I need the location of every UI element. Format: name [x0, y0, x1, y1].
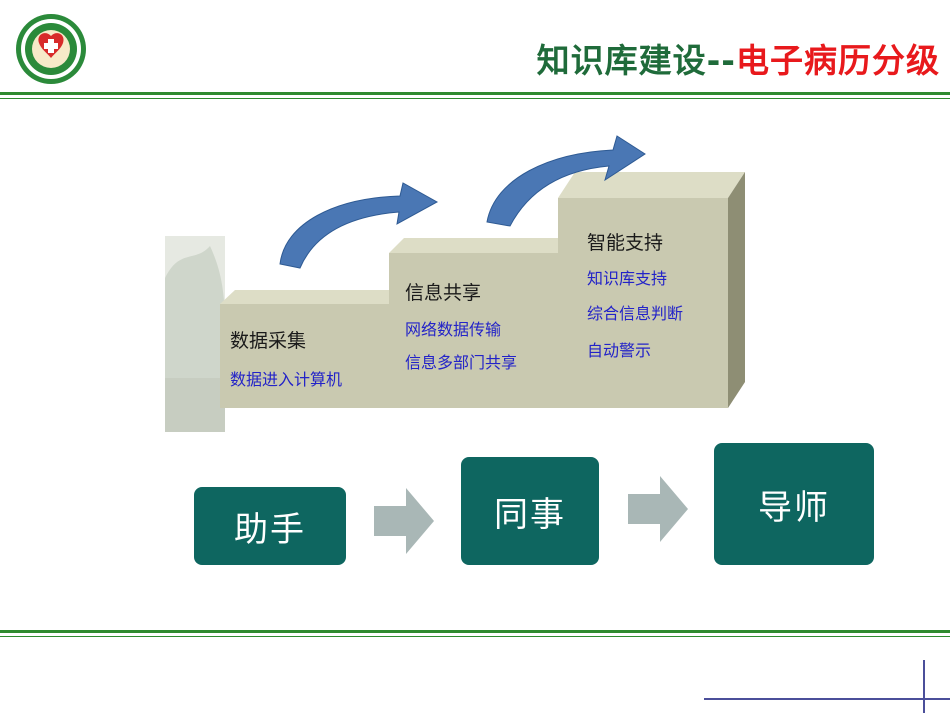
step2-item: 信息多部门共享 — [405, 353, 518, 372]
staircase-diagram — [165, 135, 745, 432]
page-title: 知识库建设--电子病历分级 — [537, 34, 940, 82]
hospital-emblem-icon — [16, 14, 86, 84]
step1-top — [220, 290, 405, 304]
role-box-assistant: 助手 — [194, 487, 346, 565]
step1-face — [220, 304, 390, 408]
title-highlight: 电子病历分级 — [736, 41, 940, 80]
header-divider — [0, 92, 950, 95]
step2-item: 网络数据传输 — [405, 320, 502, 339]
title-main: 知识库建设-- — [536, 41, 736, 80]
step3-item: 知识库支持 — [587, 269, 668, 288]
role-box-colleague: 同事 — [461, 457, 599, 565]
step3-item: 综合信息判断 — [587, 304, 684, 323]
step3-item: 自动警示 — [587, 341, 652, 360]
role-box-mentor: 导师 — [714, 443, 874, 565]
right-arrow-icon — [374, 488, 434, 554]
step2-top — [389, 238, 575, 253]
step2-face — [389, 253, 558, 408]
footer-divider — [0, 630, 950, 633]
right-arrow-icon — [628, 476, 688, 542]
step3-side — [728, 172, 745, 408]
corner-decoration — [704, 660, 950, 713]
step1-heading: 数据采集 — [230, 330, 307, 352]
curved-arrow-icon — [486, 135, 646, 227]
step1-item: 数据进入计算机 — [230, 370, 343, 389]
header-divider-thin — [0, 98, 950, 99]
step2-heading: 信息共享 — [405, 282, 482, 304]
curved-arrow-icon — [279, 182, 439, 269]
step3-face — [558, 198, 728, 408]
footer-divider-thin — [0, 636, 950, 637]
step3-top — [558, 172, 745, 198]
step3-heading: 智能支持 — [587, 232, 664, 254]
